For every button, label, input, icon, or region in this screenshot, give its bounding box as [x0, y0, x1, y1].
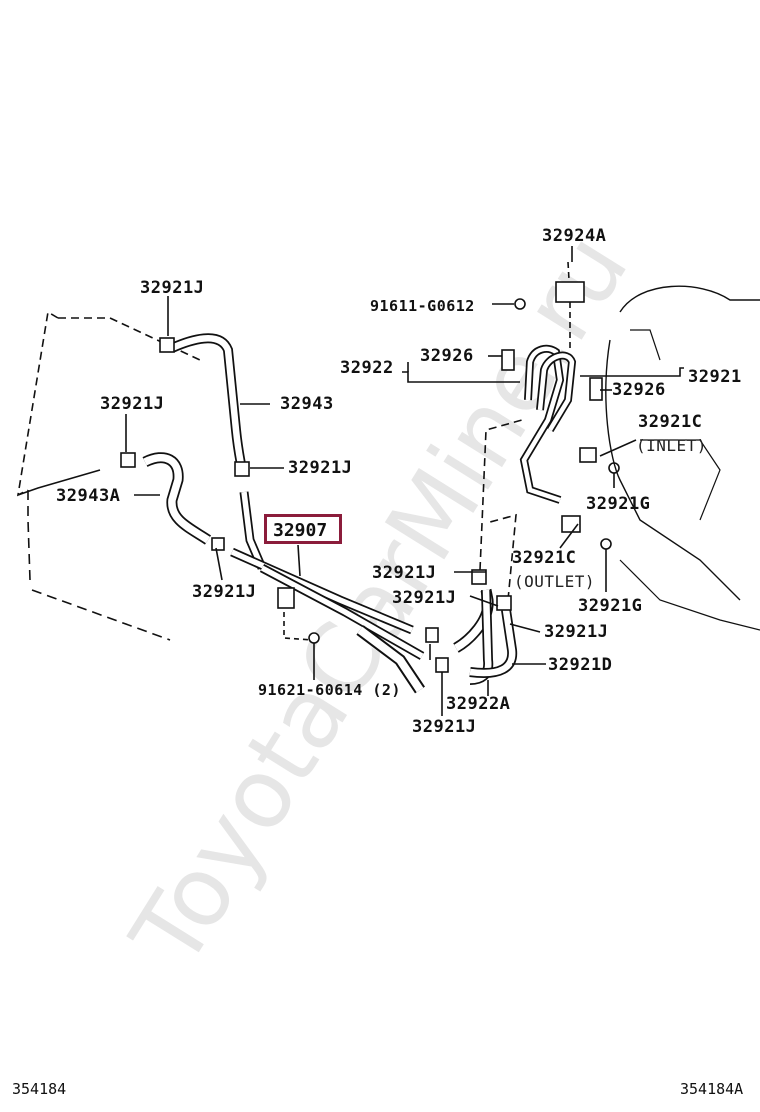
pipe-assembly-32907: [230, 547, 425, 694]
transmission-outline: [619, 285, 760, 313]
label-32943: 32943: [280, 394, 334, 414]
label-outlet: (OUTLET): [514, 572, 596, 591]
label-32921D: 32921D: [548, 655, 613, 675]
label-32921C-inlet: 32921C: [638, 412, 703, 432]
label-inlet: (INLET): [636, 436, 707, 455]
label-32921J-mid: 32921J: [288, 458, 353, 478]
label-91621-60614: 91621-60614 (2): [258, 681, 401, 699]
label-32921J-left: 32921J: [100, 394, 165, 414]
label-32921J-top: 32921J: [140, 278, 205, 298]
cooler-pipes-32922: [519, 344, 577, 504]
label-91611-G0612: 91611-G0612: [370, 297, 475, 315]
label-32921G-lower: 32921G: [578, 596, 643, 616]
highlighted-part-32907[interactable]: 32907: [264, 514, 342, 544]
label-32926-right: 32926: [612, 380, 666, 400]
label-32926-left: 32926: [420, 346, 474, 366]
label-32921C-outlet: 32921C: [512, 548, 577, 568]
highlighted-part-label: 32907: [273, 520, 328, 541]
label-32921G-upper: 32921G: [586, 494, 651, 514]
label-32924A: 32924A: [542, 226, 607, 246]
label-32921J-bottom: 32921J: [412, 717, 477, 737]
footer-right-code: 354184A: [680, 1080, 744, 1098]
footer-left-code: 354184: [12, 1080, 67, 1098]
label-32921J-center: 32921J: [372, 563, 437, 583]
label-32922A: 32922A: [446, 694, 511, 714]
label-32921J-center-2: 32921J: [392, 588, 457, 608]
label-32943A: 32943A: [56, 486, 121, 506]
engine-outline-left: [16, 310, 59, 497]
label-32921J-right: 32921J: [544, 622, 609, 642]
label-32922: 32922: [340, 358, 394, 378]
label-32921J-lower-left: 32921J: [192, 582, 257, 602]
label-32921: 32921: [688, 367, 742, 387]
